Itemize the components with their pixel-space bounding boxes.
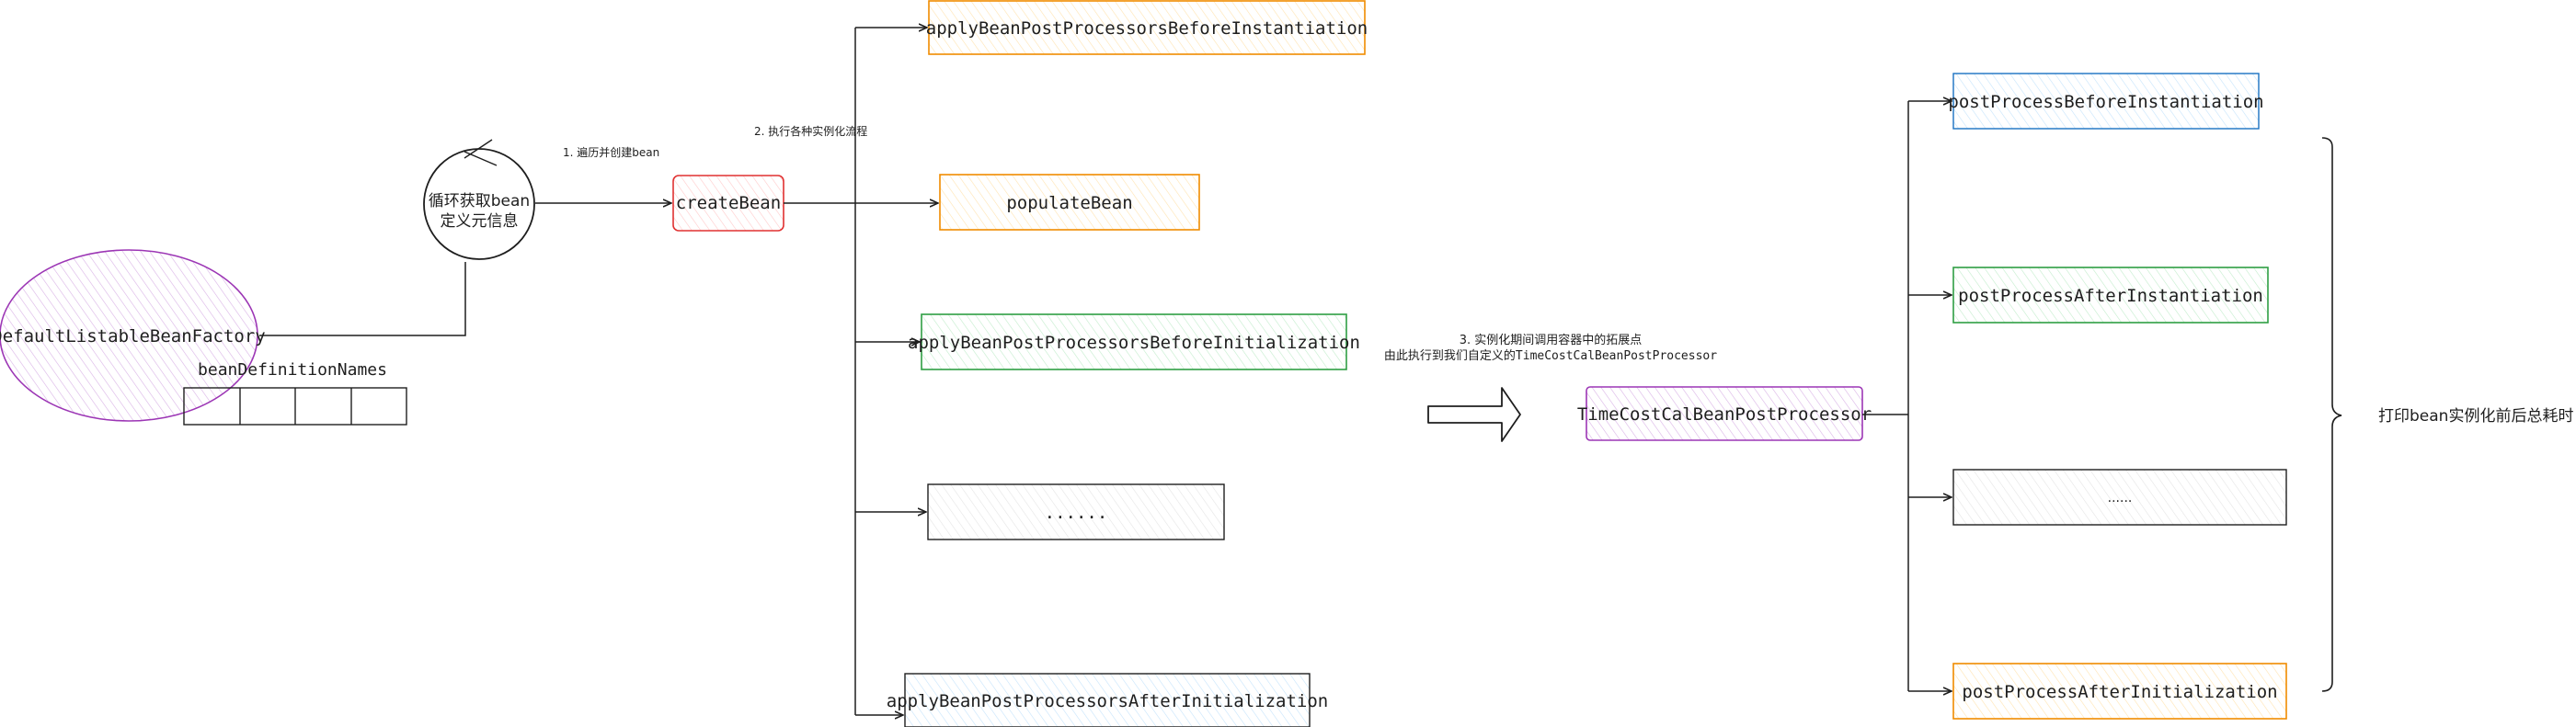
- post-after-init-box: [1952, 663, 2287, 720]
- factory-label: DefaultListableBeanFactory: [0, 326, 266, 346]
- step2-annotation: 2. 执行各种实例化流程: [754, 124, 867, 138]
- step3-annotation-line1: 3. 实例化期间调用容器中的拓展点: [1460, 333, 1643, 347]
- curly-brace: [2321, 137, 2342, 692]
- post-before-inst-label: postProcessBeforeInstantiation: [1948, 92, 2263, 112]
- create-bean-label: createBean: [676, 193, 781, 213]
- loop-label-line2: 定义元信息: [441, 212, 519, 231]
- post-after-init-node: postProcessAfterInitialization: [1952, 663, 2287, 720]
- bean-names-label: beanDefinitionNames: [198, 360, 387, 380]
- post-after-inst-label: postProcessAfterInstantiation: [1958, 286, 2263, 306]
- step3-annotation-line2: 由此执行到我们自定义的TimeCostCalBeanPostProcessor: [1384, 348, 1717, 363]
- loop-node: 循环获取bean 定义元信息: [423, 139, 535, 260]
- factory-ellipse: [0, 249, 258, 422]
- summary-annotation: 打印bean实例化前后总耗时: [2378, 407, 2573, 426]
- after-initialization-label: applyBeanPostProcessorsAfterInitializati…: [887, 691, 1328, 711]
- factory-node: DefaultListableBeanFactory: [0, 249, 266, 422]
- after-initialization-box: [904, 673, 1311, 727]
- ellipsis-mid-node: ......: [927, 483, 1225, 540]
- ellipsis-mid-box: [927, 483, 1225, 540]
- factory-to-loop-connector: [259, 262, 466, 336]
- populate-bean-node: populateBean: [939, 174, 1200, 231]
- populate-bean-label: populateBean: [1006, 193, 1132, 213]
- loop-label-line1: 循环获取bean: [429, 192, 530, 210]
- transition-arrow-icon: [1427, 387, 1521, 442]
- time-cost-node: TimeCostCalBeanPostProcessor: [1577, 386, 1872, 441]
- before-instantiation-node: applyBeanPostProcessorsBeforeInstantiati…: [926, 0, 1368, 55]
- post-after-inst-node: postProcessAfterInstantiation: [1952, 267, 2269, 324]
- post-after-inst-box: [1952, 267, 2269, 324]
- create-bean-node: createBean: [672, 175, 784, 232]
- time-cost-label: TimeCostCalBeanPostProcessor: [1577, 404, 1872, 425]
- populate-bean-box: [939, 174, 1200, 231]
- ellipsis-mid-label: ......: [1045, 503, 1108, 523]
- ellipsis-right-node: ......: [1952, 469, 2287, 526]
- time-cost-box: [1586, 386, 1863, 441]
- post-after-init-label: postProcessAfterInitialization: [1962, 682, 2277, 702]
- after-initialization-node: applyBeanPostProcessorsAfterInitializati…: [887, 673, 1328, 727]
- post-before-inst-node: postProcessBeforeInstantiation: [1948, 73, 2264, 130]
- before-instantiation-box: [928, 0, 1366, 55]
- ellipsis-right-label: ......: [2108, 491, 2133, 505]
- before-initialization-box: [921, 313, 1347, 370]
- loop-sketch-mark: [464, 139, 498, 166]
- post-before-inst-box: [1952, 73, 2260, 130]
- step1-annotation: 1. 遍历并创建bean: [563, 146, 659, 159]
- before-instantiation-label: applyBeanPostProcessorsBeforeInstantiati…: [926, 18, 1368, 39]
- before-initialization-label: applyBeanPostProcessorsBeforeInitializat…: [908, 333, 1360, 353]
- bean-definition-names: beanDefinitionNames: [183, 360, 407, 426]
- ellipsis-right-box: [1952, 469, 2287, 526]
- before-initialization-node: applyBeanPostProcessorsBeforeInitializat…: [908, 313, 1360, 370]
